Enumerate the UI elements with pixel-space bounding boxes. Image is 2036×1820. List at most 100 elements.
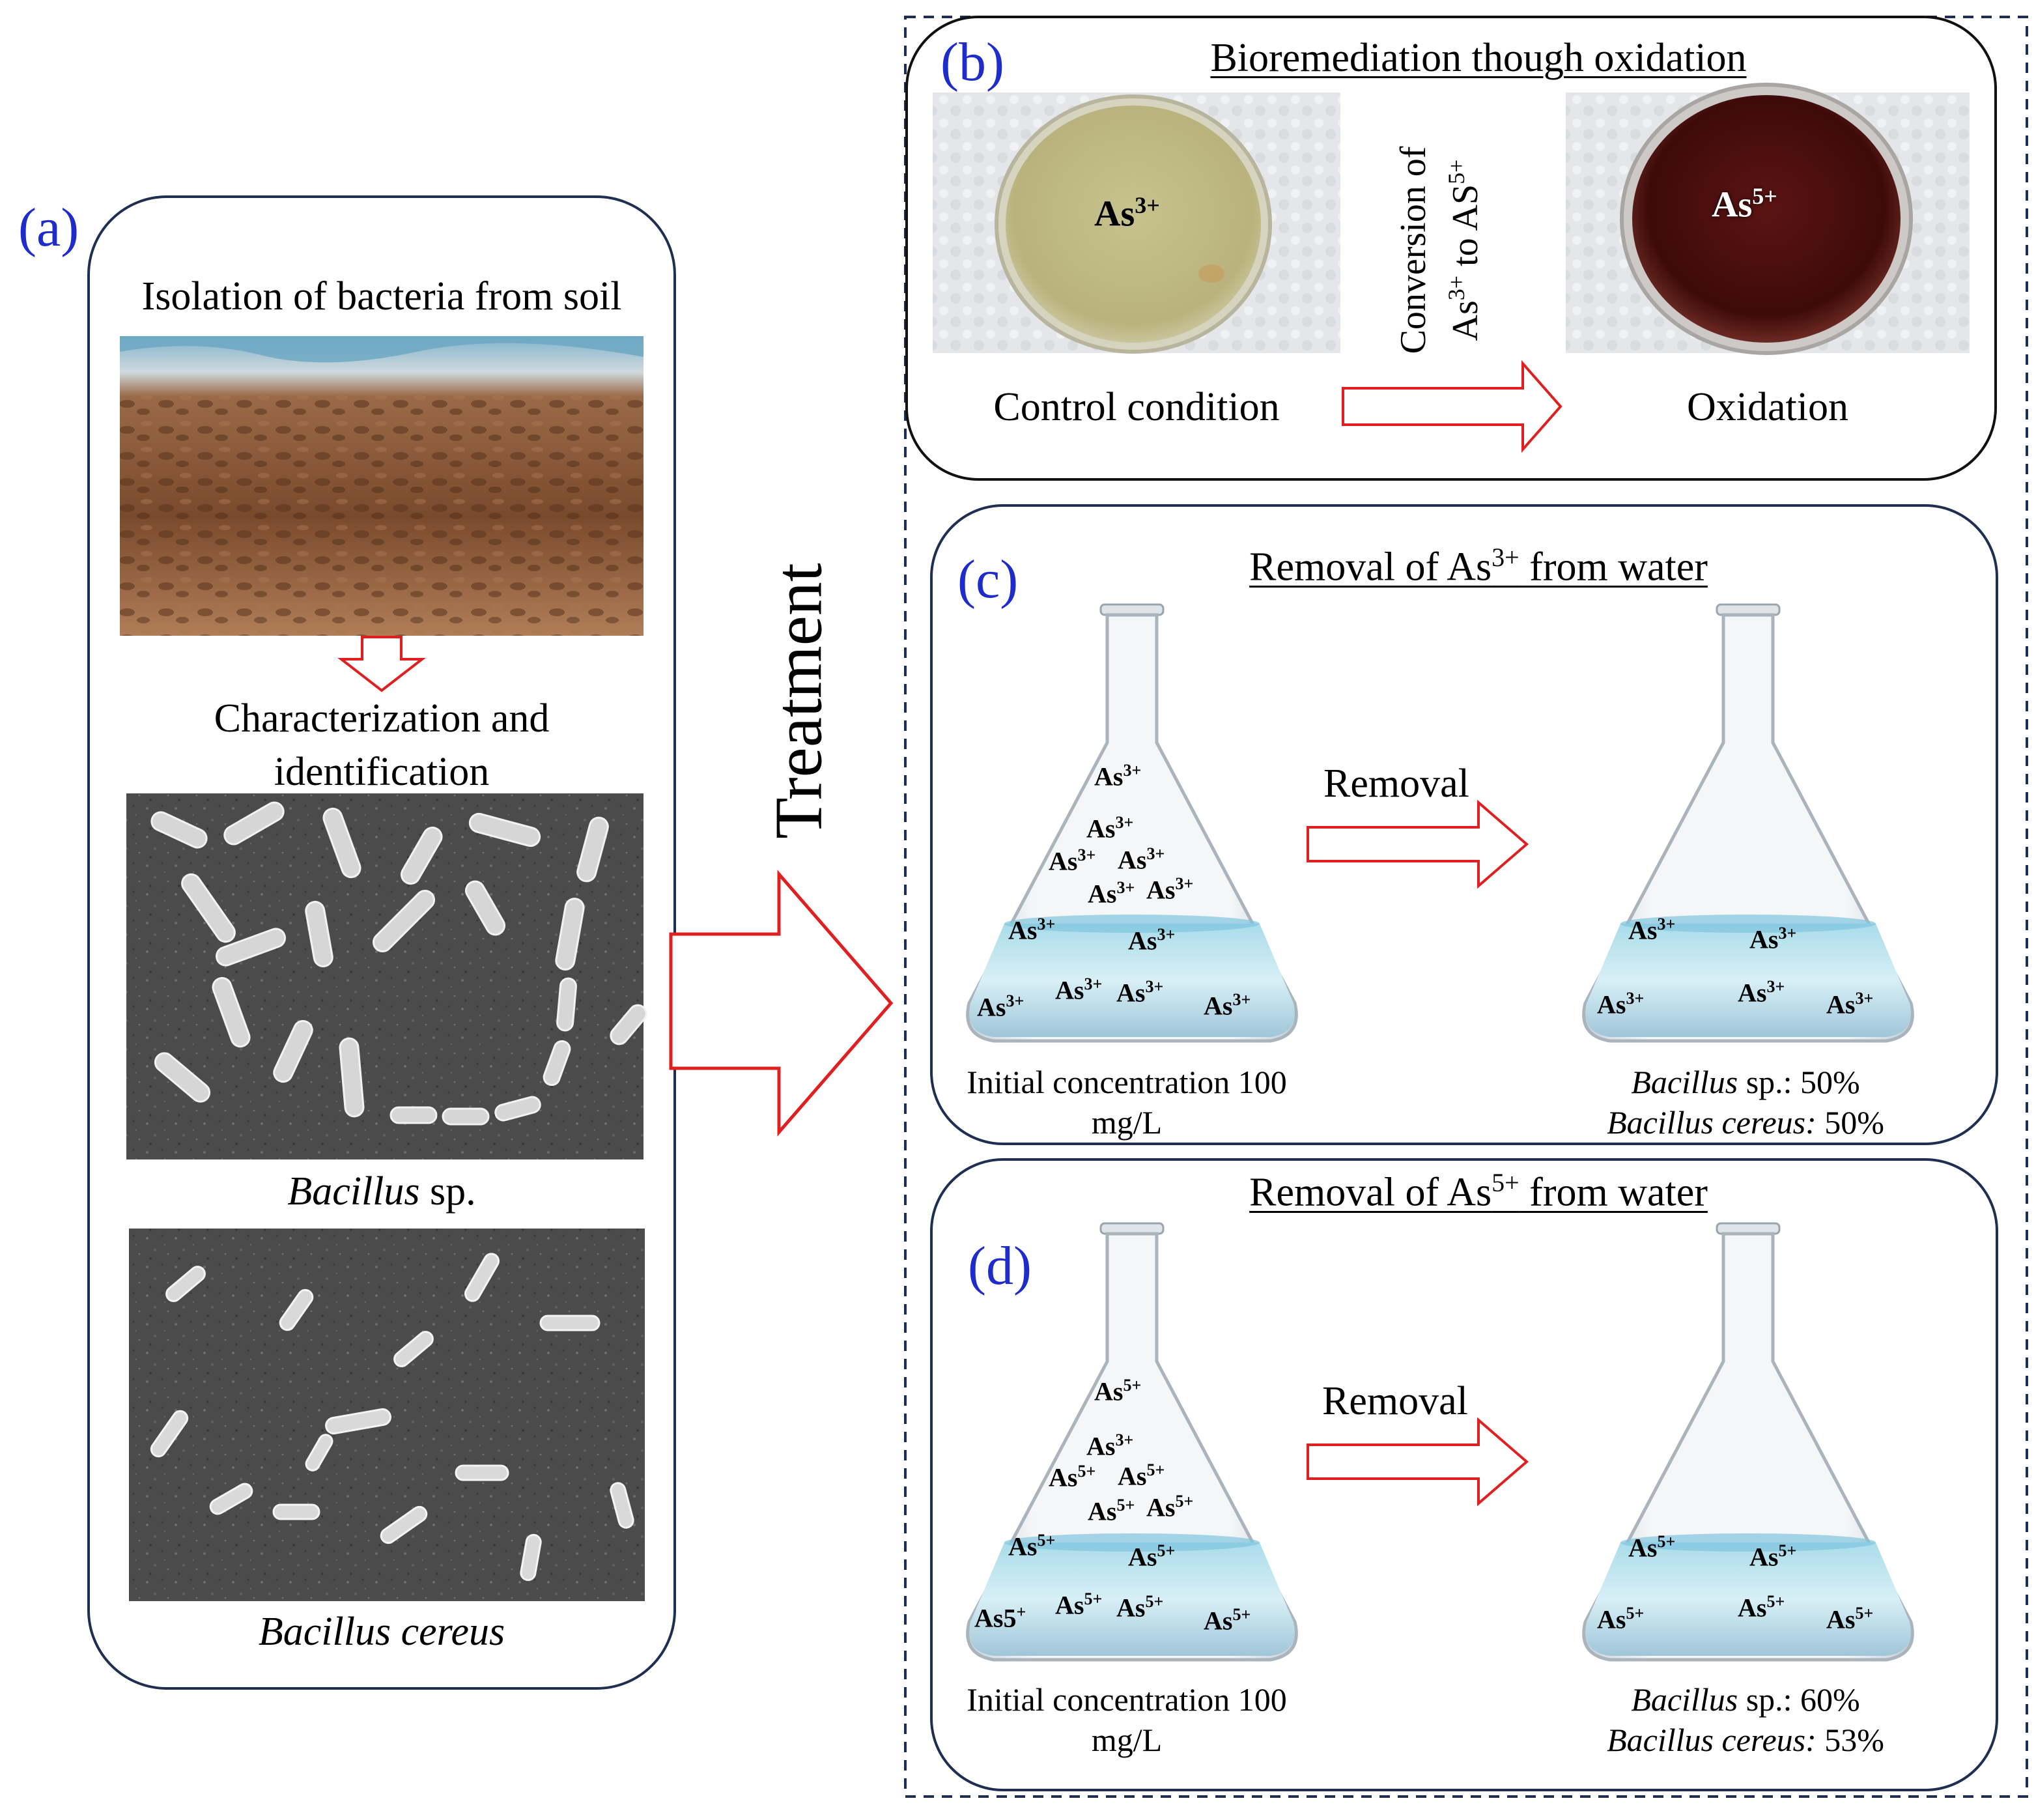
ion-c-2-symbol: As xyxy=(1086,814,1116,844)
ion-d-7-charge: 5+ xyxy=(1037,1531,1056,1550)
ion-c-7-symbol: As xyxy=(1008,915,1038,945)
ion-c-4-charge: 3+ xyxy=(1146,844,1165,863)
flask-c-initial xyxy=(966,603,1298,1043)
ion-c-final-4-symbol: As xyxy=(1738,978,1767,1008)
ion-c-1-charge: 3+ xyxy=(1123,761,1142,780)
characterization-text: Characterization and identification xyxy=(89,692,675,799)
initial-c-line1: Initial concentration 100 xyxy=(967,1064,1287,1100)
ion-d-1-charge: 5+ xyxy=(1123,1376,1142,1395)
dashed-frame xyxy=(904,16,2028,1798)
panel-b-title: Bioremediation though oxidation xyxy=(1210,36,1747,80)
sem-image-bacillus-cereus xyxy=(129,1229,645,1601)
ion-d-10: As5+ xyxy=(1055,1589,1102,1620)
ion-d-final-2-symbol: As xyxy=(1749,1542,1779,1572)
ion-d-11-symbol: As xyxy=(1116,1593,1146,1623)
ion-c-final-3-symbol: As xyxy=(1597,989,1626,1019)
removal-arrow-c xyxy=(1307,799,1529,889)
ion-d-2: As3+ xyxy=(1086,1430,1133,1461)
ion-c-1: As3+ xyxy=(1094,761,1141,791)
panel-c-title-charge: 3+ xyxy=(1492,543,1520,572)
result-c-2-value: 50% xyxy=(1816,1104,1884,1141)
dish1-ion-charge: 3+ xyxy=(1135,192,1160,218)
ion-c-5-charge: 3+ xyxy=(1116,878,1135,897)
ion-c-10: As3+ xyxy=(1055,974,1102,1005)
ion-d-4-charge: 5+ xyxy=(1146,1460,1165,1479)
ion-c-final-2-charge: 3+ xyxy=(1778,924,1797,943)
panel-c-box xyxy=(930,504,1998,1145)
conversion-label: Conversion of As3+ to AS5+ xyxy=(1392,147,1487,354)
ion-c-12: As3+ xyxy=(1204,990,1251,1021)
panel-b-label: (b) xyxy=(940,32,1004,92)
ion-d-8: As5+ xyxy=(1128,1541,1175,1572)
ion-c-final-3: As3+ xyxy=(1597,989,1644,1019)
ion-c-11: As3+ xyxy=(1116,977,1163,1008)
ion-c-final-5-symbol: As xyxy=(1826,989,1856,1019)
ion-d-6-symbol: As xyxy=(1146,1492,1176,1522)
flask-c-final xyxy=(1582,603,1914,1043)
ion-c-final-1: As3+ xyxy=(1628,915,1675,945)
ion-d-final-2: As5+ xyxy=(1749,1541,1796,1572)
ion-c-1-symbol: As xyxy=(1094,761,1124,791)
ion-d-1: As5+ xyxy=(1094,1376,1141,1406)
ion-c-11-charge: 3+ xyxy=(1145,977,1164,996)
isolation-text: Isolation of bacteria from soil xyxy=(141,274,622,319)
ion-c-3-charge: 3+ xyxy=(1077,846,1096,864)
panel-d-title-charge: 5+ xyxy=(1492,1168,1520,1197)
ion-c-final-4-charge: 3+ xyxy=(1766,977,1785,996)
characterization-line1: Characterization and xyxy=(214,696,550,741)
ion-c-12-charge: 3+ xyxy=(1232,990,1251,1009)
panel-c-title-suffix: from water xyxy=(1519,545,1708,590)
strain1-suffix: sp. xyxy=(419,1169,476,1214)
down-arrow xyxy=(337,636,426,692)
ion-d-11-charge: 5+ xyxy=(1145,1592,1164,1611)
ion-c-4-symbol: As xyxy=(1118,845,1147,875)
panel-d-title-suffix: from water xyxy=(1519,1170,1708,1215)
ion-c-3: As3+ xyxy=(1049,846,1096,876)
ion-c-6-charge: 3+ xyxy=(1175,874,1194,893)
conversion-to-charge: 5+ xyxy=(1443,159,1470,184)
ion-d-4-symbol: As xyxy=(1118,1461,1147,1491)
ion-d-final-3-charge: 5+ xyxy=(1626,1604,1645,1623)
conversion-mid: to AS xyxy=(1445,184,1486,276)
ion-c-4: As3+ xyxy=(1118,844,1165,875)
ion-d-9: As5+ xyxy=(974,1602,1026,1633)
ion-c-9-symbol: As xyxy=(977,992,1006,1022)
result-d-2-species: Bacillus cereus: xyxy=(1607,1722,1817,1758)
ion-d-3-charge: 5+ xyxy=(1077,1462,1096,1481)
ion-c-6: As3+ xyxy=(1146,874,1193,905)
ion-c-8-charge: 3+ xyxy=(1157,925,1176,944)
ion-d-12-symbol: As xyxy=(1204,1606,1233,1636)
ion-c-12-symbol: As xyxy=(1204,991,1233,1021)
ion-d-final-5-charge: 5+ xyxy=(1855,1604,1874,1623)
initial-concentration-d: Initial concentration 100 mg/L xyxy=(931,1679,1322,1760)
treatment-label: Treatment xyxy=(761,563,836,839)
ion-c-2: As3+ xyxy=(1086,813,1133,844)
result-d: Bacillus sp.: 60% Bacillus cereus: 53% xyxy=(1563,1679,1928,1760)
initial-c-line2: mg/L xyxy=(1091,1104,1163,1141)
result-d-2-value: 53% xyxy=(1816,1722,1884,1758)
ion-d-2-charge: 3+ xyxy=(1115,1430,1134,1449)
strain2-caption: Bacillus cereus xyxy=(258,1610,505,1654)
ion-d-9-charge: + xyxy=(1016,1602,1026,1621)
ion-d-final-4: As5+ xyxy=(1738,1592,1785,1623)
petri-dish-oxidation xyxy=(1566,83,1970,355)
removal-label-c: Removal xyxy=(1323,761,1469,806)
ion-d-3-symbol: As xyxy=(1049,1462,1078,1492)
dish1-ion: As3+ xyxy=(1094,192,1160,235)
flask-d-final xyxy=(1582,1222,1914,1662)
ion-c-final-1-charge: 3+ xyxy=(1657,915,1676,933)
panel-b-box xyxy=(905,16,1997,481)
ion-c-8: As3+ xyxy=(1128,925,1175,956)
ion-c-6-symbol: As xyxy=(1146,875,1176,905)
characterization-line2: identification xyxy=(274,750,490,794)
ion-d-12: As5+ xyxy=(1204,1605,1251,1636)
ion-c-final-1-symbol: As xyxy=(1628,915,1658,945)
ion-d-final-1: As5+ xyxy=(1628,1532,1675,1563)
ion-c-9: As3+ xyxy=(977,991,1024,1022)
petri-dish-control xyxy=(933,92,1340,354)
ion-d-5-charge: 5+ xyxy=(1116,1496,1135,1514)
ion-c-final-2: As3+ xyxy=(1749,924,1796,954)
panel-d-title: Removal of As5+ from water xyxy=(1107,1167,1850,1216)
ion-d-final-1-charge: 5+ xyxy=(1657,1532,1676,1551)
